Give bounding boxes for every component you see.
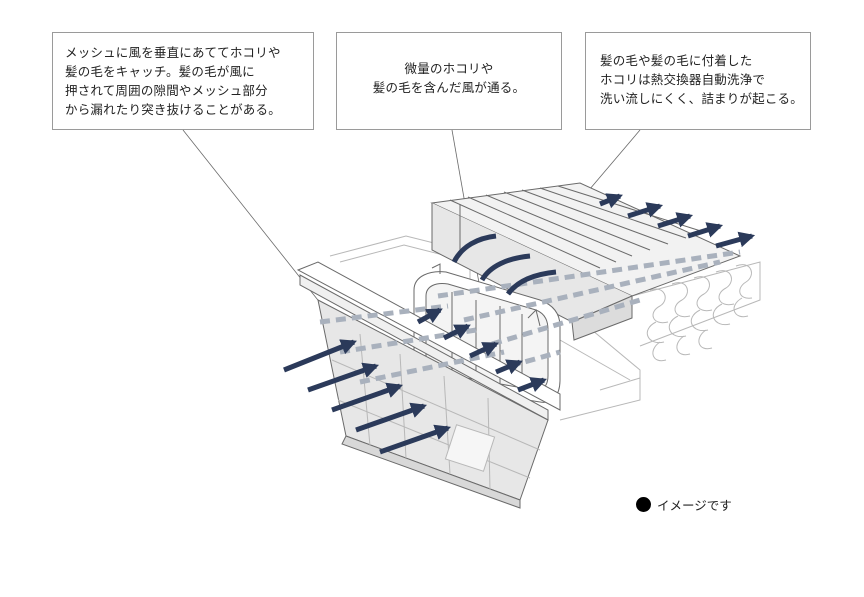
legend: イメージです xyxy=(636,494,732,514)
airflow-arrow xyxy=(283,339,357,373)
airflow-arrow xyxy=(468,341,499,359)
legend-bullet-icon xyxy=(636,496,651,512)
airflow-arrow xyxy=(307,362,380,393)
callout-filter-mesh: メッシュに風を垂直にあててホコリや 髪の毛をキャッチ。髪の毛が風に 押されて周囲… xyxy=(52,32,314,130)
airflow-arrow xyxy=(715,231,756,249)
airflow-arrow xyxy=(416,307,443,325)
airflow-arrow xyxy=(687,222,724,239)
airflow-arrow xyxy=(479,253,531,282)
airflow-arrow xyxy=(505,269,557,296)
callout-heat-exchanger: 髪の毛や髪の毛に付着した ホコリは熱交換器自動洗浄で 洗い流しにくく、詰まりが起… xyxy=(585,32,811,130)
airflow-arrow xyxy=(599,193,623,209)
airflow-arrow xyxy=(627,202,664,219)
airflow-arrow xyxy=(657,212,694,229)
heat-exchanger-coils xyxy=(631,261,761,362)
legend-label: イメージです xyxy=(657,497,732,513)
callout-airflow: 微量のホコリや 髪の毛を含んだ風が通る。 xyxy=(336,32,562,130)
airflow-arrows xyxy=(283,193,756,455)
airflow-arrow xyxy=(517,377,547,393)
airflow-arrow xyxy=(331,382,404,413)
airflow-arrow xyxy=(442,323,471,341)
front-filter-mesh xyxy=(296,261,561,509)
airflow-arrow xyxy=(495,359,523,375)
airflow-arrow xyxy=(355,402,428,433)
airflow-arrow xyxy=(451,233,497,264)
airflow-arrow xyxy=(379,424,452,455)
